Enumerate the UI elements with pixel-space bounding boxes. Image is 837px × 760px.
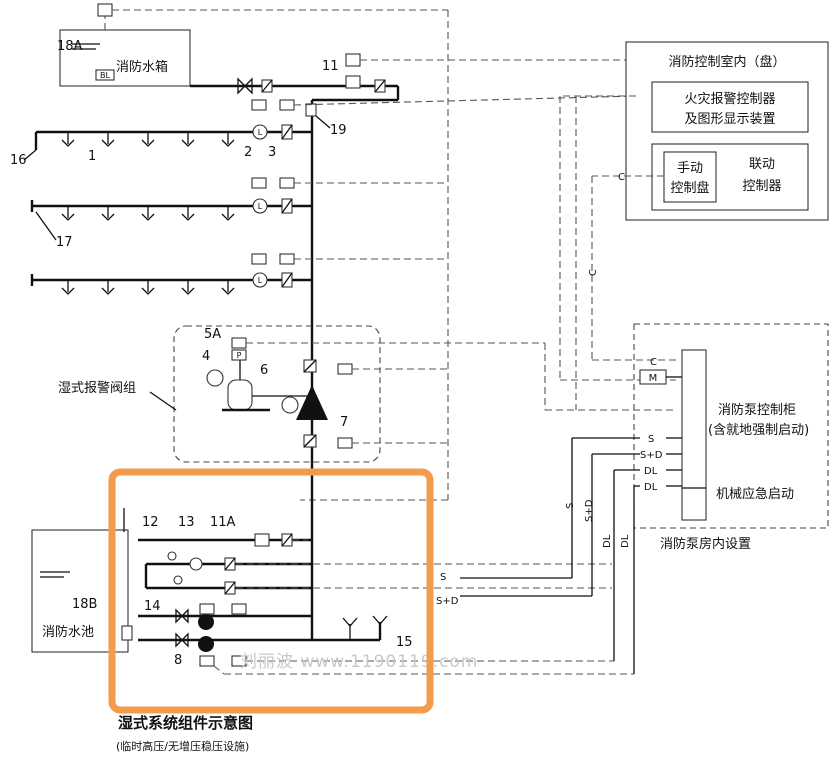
sprinkler-head-icon xyxy=(101,287,115,295)
manual-panel-line1: 手动 xyxy=(677,161,703,176)
fire-pool: 消防水池 18B xyxy=(31,529,133,653)
callout-2: 2 xyxy=(244,145,252,160)
callout-6: 6 xyxy=(260,363,268,378)
alarm-group-label: 湿式报警阀组 xyxy=(58,380,136,396)
pump-cabinet-line1: 消防泵控制柜 xyxy=(718,402,796,418)
cabinet-signal-s: S xyxy=(648,434,654,445)
callout-4: 4 xyxy=(202,349,210,364)
sprinkler-head-icon xyxy=(141,287,155,295)
water-tank-label: 消防水箱 xyxy=(116,59,168,75)
vert-signal-s: S xyxy=(565,503,576,509)
cabinet-signal-dl1: DL xyxy=(644,466,658,477)
sprinkler-head-icon xyxy=(181,139,195,147)
sprinkler-head-icon xyxy=(61,139,75,147)
sprinkler-head-icon xyxy=(181,213,195,221)
sprinkler-head-icon xyxy=(61,287,75,295)
callout-3: 3 xyxy=(268,145,276,160)
callout-8: 8 xyxy=(174,653,182,668)
svg-text:P: P xyxy=(237,351,242,360)
check-valve-tank xyxy=(237,77,253,95)
pump-room-box: C M S S+D DL DL 消防泵控制柜 (含就地强制启动) 机械应急启动 xyxy=(633,323,829,529)
svg-text:L: L xyxy=(258,128,263,137)
cabinet-signal-c: C xyxy=(650,357,657,368)
callout-19: 19 xyxy=(330,123,347,138)
callout-18a: 18A xyxy=(57,39,83,54)
sprinkler-head-icon xyxy=(61,213,75,221)
manual-panel-line2: 控制盘 xyxy=(670,180,709,196)
svg-text:L: L xyxy=(258,202,263,211)
pump-piping: 12 13 11A 14 8 15 S S+D xyxy=(123,508,634,675)
linkage-controller-line2: 控制器 xyxy=(742,179,781,194)
control-room-panel: 消防控制室内（盘） 火灾报警控制器 及图形显示装置 手动 控制盘 联动 控制器 xyxy=(625,41,829,221)
water-tank: BL 消防水箱 18A xyxy=(57,29,191,87)
vert-signal-sd: S+D xyxy=(584,499,595,522)
sprinkler-head-icon xyxy=(221,287,235,295)
control-room-title: 消防控制室内（盘） xyxy=(668,54,785,70)
branch-floor-2: L xyxy=(30,177,312,214)
pump-room-label: 消防泵房内设置 xyxy=(660,536,751,552)
flow-switch-11: 11 xyxy=(322,53,636,89)
vert-signal-dl1: DL xyxy=(602,534,613,548)
callout-16: 16 xyxy=(10,153,27,168)
callout-5a: 5A xyxy=(204,327,221,342)
caption-subtitle: (临时高压/无增压稳压设施) xyxy=(116,739,249,753)
highlight-box xyxy=(108,468,434,714)
callout-7: 7 xyxy=(340,415,348,430)
callout-14: 14 xyxy=(144,599,161,614)
callout-12: 12 xyxy=(142,515,159,530)
sprinkler-head-icon xyxy=(101,213,115,221)
sprinkler-head-icon xyxy=(141,213,155,221)
signal-c-vertical: C xyxy=(588,269,599,276)
fire-alarm-controller-line2: 及图形显示装置 xyxy=(684,112,775,127)
pump-cabinet-line2: (含就地强制启动) xyxy=(708,422,809,438)
cabinet-signal-m: M xyxy=(649,373,658,384)
sprinkler-head-icon xyxy=(141,139,155,147)
signal-c-top: C xyxy=(618,172,625,183)
cabinet-signal-sd: S+D xyxy=(640,450,663,461)
callout-11: 11 xyxy=(322,59,339,74)
svg-text:L: L xyxy=(258,276,263,285)
sprinkler-head-icon xyxy=(221,139,235,147)
sprinkler-head-icon xyxy=(221,213,235,221)
sprinkler-head-icon xyxy=(181,287,195,295)
pump-signal-sd: S+D xyxy=(436,596,459,607)
tank-bl-label: BL xyxy=(100,71,110,80)
pump-signal-s: S xyxy=(440,572,446,583)
fire-alarm-controller-line1: 火灾报警控制器 xyxy=(684,91,775,107)
caption-title: 湿式系统组件示意图 xyxy=(118,714,253,732)
watermark: 刘丽波 www.1190119.com xyxy=(240,652,478,672)
sprinkler-head-icon xyxy=(101,139,115,147)
callout-13: 13 xyxy=(178,515,195,530)
callout-17: 17 xyxy=(56,235,73,250)
callout-11a: 11A xyxy=(210,515,236,530)
callout-15: 15 xyxy=(396,635,413,650)
vert-signal-dl2: DL xyxy=(620,534,631,548)
emergency-start-label: 机械应急启动 xyxy=(716,486,794,502)
callout-1: 1 xyxy=(88,149,96,164)
cabinet-signal-dl2: DL xyxy=(644,482,658,493)
branch-floor-3: L xyxy=(30,253,312,288)
branch-floor-1: L xyxy=(34,99,317,150)
sprinkler-heads xyxy=(61,132,235,295)
linkage-controller-line1: 联动 xyxy=(749,157,775,172)
pool-label: 消防水池 xyxy=(42,624,94,640)
alarm-valve-group: P 5A 4 6 7 xyxy=(173,325,545,463)
callout-18b: 18B xyxy=(72,597,97,612)
